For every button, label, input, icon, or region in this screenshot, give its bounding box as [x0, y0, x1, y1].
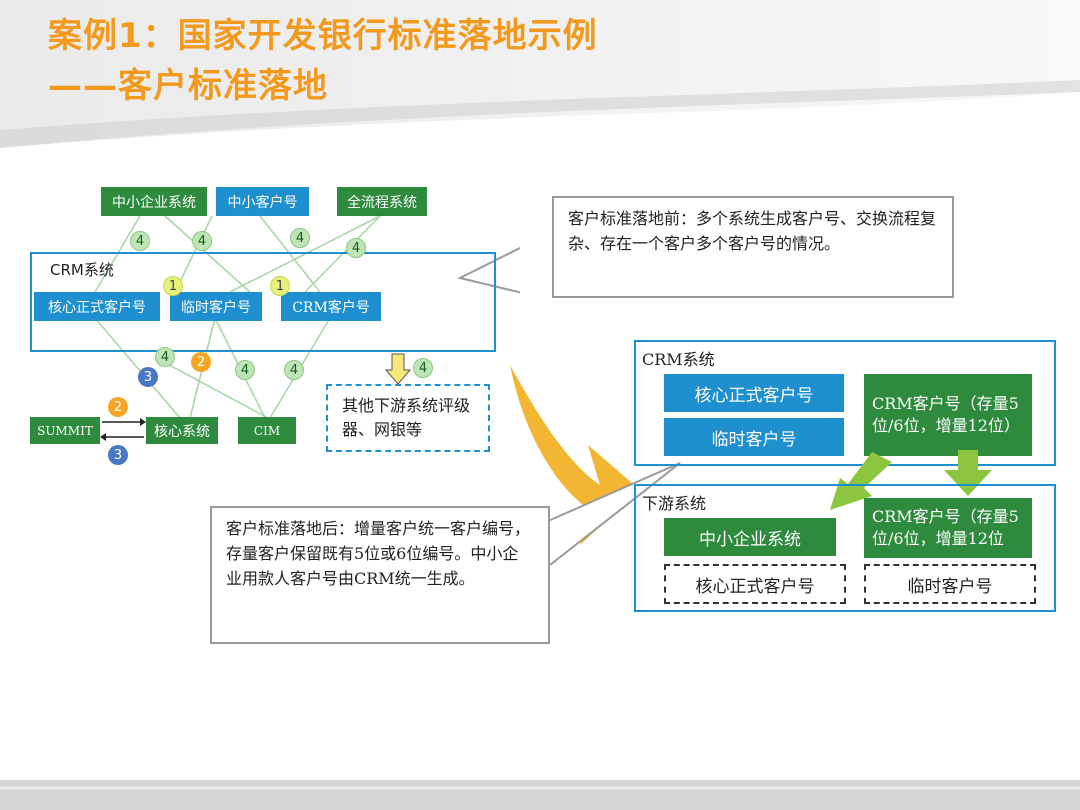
temp-id-box-left: 临时客户号	[170, 292, 262, 321]
core-formal-id-dashed: 核心正式客户号	[664, 564, 846, 604]
badge-3: 3	[138, 367, 158, 387]
full-process-system-box: 全流程系统	[337, 187, 427, 216]
badge-1: 1	[163, 276, 183, 296]
page-subtitle: ——客户标准落地	[48, 66, 328, 106]
callout-after-pointer	[547, 462, 681, 566]
green-arrow-left-icon	[830, 452, 892, 510]
badge-4: 4	[346, 238, 366, 258]
green-arrow-down-icon	[944, 450, 992, 496]
crm-system-frame-left	[30, 252, 496, 352]
crm-system-frame-right	[634, 340, 1056, 466]
core-system-box: 核心系统	[146, 417, 218, 444]
badge-4: 4	[235, 360, 255, 380]
badge-1: 1	[270, 276, 290, 296]
crm-id-box-downstream: CRM客户号（存量5位/6位，增量12位	[864, 498, 1032, 558]
badge-4: 4	[413, 358, 433, 378]
badge-4: 4	[284, 360, 304, 380]
temp-id-dashed: 临时客户号	[864, 564, 1036, 604]
callout-before: 客户标准落地前：多个系统生成客户号、交换流程复杂、存在一个客户多个客户号的情况。	[552, 196, 954, 298]
crm-system-label-right: CRM系统	[642, 350, 715, 369]
badge-4: 4	[290, 228, 310, 248]
green-arrows	[830, 450, 992, 510]
badge-4: 4	[155, 347, 175, 367]
downstream-frame-right	[634, 484, 1056, 612]
sme-system-box: 中小企业系统	[101, 187, 207, 216]
downstream-label-right: 下游系统	[642, 494, 707, 513]
temp-id-box-right: 临时客户号	[664, 418, 844, 456]
callout-after: 客户标准落地后：增量客户统一客户编号，存量客户保留既有5位或6位编号。中小企业用…	[210, 506, 550, 644]
crm-system-label-left: CRM系统	[50, 261, 114, 279]
badge-4: 4	[130, 231, 150, 251]
core-formal-id-box-left: 核心正式客户号	[34, 292, 160, 321]
crm-id-box-left: CRM客户号	[281, 292, 381, 321]
other-downstream-box: 其他下游系统评级器、网银等	[326, 384, 490, 452]
page-title: 案例1：国家开发银行标准落地示例	[48, 16, 598, 56]
summit-box: SUMMIT	[30, 417, 100, 444]
badge-2: 2	[191, 352, 211, 372]
badge-3: 3	[108, 445, 128, 465]
sme-customer-id-box: 中小客户号	[216, 187, 309, 216]
cim-box: CIM	[238, 417, 296, 444]
badge-2: 2	[108, 397, 128, 417]
crm-id-box-right: CRM客户号（存量5位/6位，增量12位）	[864, 374, 1032, 456]
sme-system-box-right: 中小企业系统	[664, 518, 836, 556]
badge-4: 4	[192, 231, 212, 251]
core-formal-id-box-right: 核心正式客户号	[664, 374, 844, 412]
down-arrow-icon	[384, 353, 412, 385]
left-connector-lines	[94, 215, 520, 441]
